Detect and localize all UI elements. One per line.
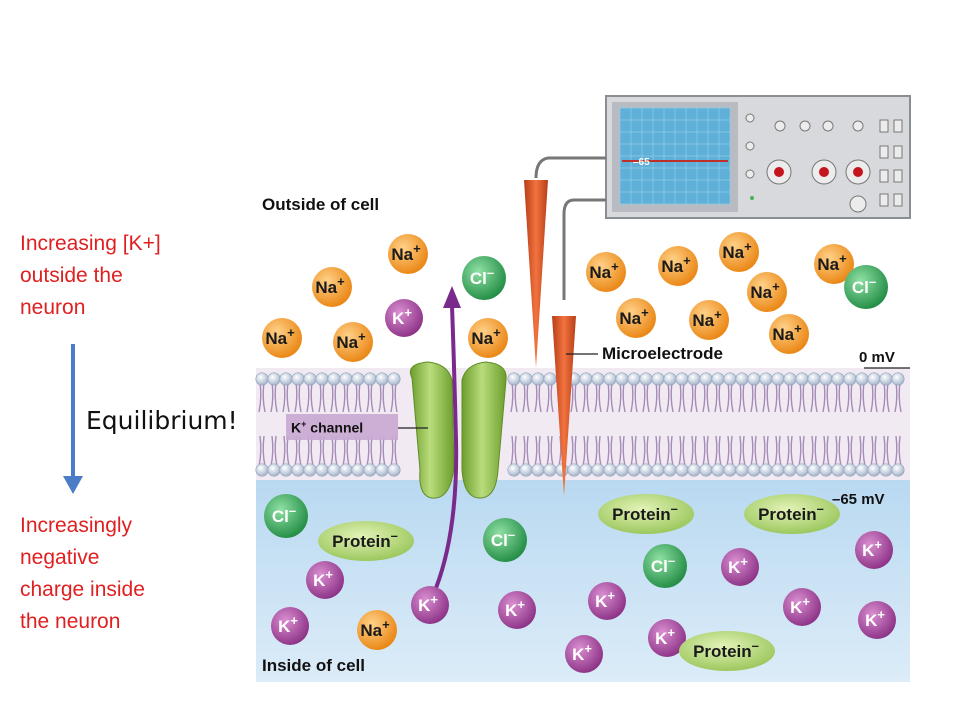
potassium-ion: K+ (855, 531, 893, 569)
protein-anion: Protein– (598, 494, 694, 534)
protein-anion: Protein– (679, 631, 775, 671)
protein-anion: Protein– (744, 494, 840, 534)
svg-text:Protein–: Protein– (332, 528, 398, 551)
sodium-ion: Na+ (769, 314, 809, 354)
potassium-ion: K+ (498, 591, 536, 629)
sodium-ion: Na+ (468, 318, 508, 358)
reference-cable (534, 156, 606, 179)
equilibrium-label: Equilibrium! (86, 406, 238, 435)
k-channel-label-word: channel (310, 419, 364, 436)
chloride-ion: Cl– (844, 265, 888, 309)
increasing-k-text: Increasing [K+] outside the neuron (20, 228, 161, 324)
sodium-ion: Na+ (357, 610, 397, 650)
oscilloscope: –65 (605, 95, 911, 219)
sodium-ion: Na+ (719, 232, 759, 272)
sodium-ion: Na+ (814, 244, 854, 284)
oscilloscope-reading: –65 (633, 157, 650, 168)
inside-of-cell-label: Inside of cell (262, 656, 365, 675)
negative-charge-line-2: negative (20, 546, 100, 569)
minus-65-mv-label: –65 mV (832, 491, 885, 508)
negative-charge-line-4: the neuron (20, 610, 121, 633)
sodium-ion: Na+ (616, 298, 656, 338)
k-channel (409, 361, 507, 499)
sodium-ion: Na+ (388, 234, 428, 274)
k-channel-label-plus: + (301, 419, 307, 429)
increasing-k-line-2: outside the (20, 264, 123, 287)
svg-text:Protein–: Protein– (758, 501, 824, 524)
recording-microelectrode (552, 316, 576, 496)
potassium-ion: K+ (858, 601, 896, 639)
k-channel-label: K+ channel (291, 419, 363, 436)
potassium-ion: K+ (271, 607, 309, 645)
sodium-ion: Na+ (586, 252, 626, 292)
increasing-k-line-3: neuron (20, 296, 86, 319)
zero-mv-label: 0 mV (859, 349, 895, 366)
potassium-ion: K+ (721, 548, 759, 586)
negative-charge-text: Increasingly negative charge inside the … (20, 510, 145, 638)
svg-text:Protein–: Protein– (612, 501, 678, 524)
potassium-ion: K+ (565, 635, 603, 673)
outside-of-cell-label: Outside of cell (262, 195, 380, 214)
k-efflux-arrowhead (443, 286, 461, 308)
protein-anion: Protein– (318, 521, 414, 561)
ions: Na+Na+Na+Na+K+Cl–Na+Na+Na+Na+Na+Na+Cl–Na… (262, 232, 896, 673)
chloride-ion: Cl– (483, 518, 527, 562)
svg-text:Protein–: Protein– (693, 638, 759, 661)
k-efflux-arrow (434, 305, 459, 589)
potassium-ion: K+ (783, 588, 821, 626)
potassium-ion: K+ (385, 299, 423, 337)
k-channel-label-k: K (291, 419, 302, 436)
sodium-ion: Na+ (689, 300, 729, 340)
down-arrow-icon (63, 344, 83, 494)
sodium-ion: Na+ (658, 246, 698, 286)
potassium-ion: K+ (306, 561, 344, 599)
sodium-ion: Na+ (333, 322, 373, 362)
potassium-ion: K+ (648, 619, 686, 657)
electrode-cable (562, 198, 606, 300)
negative-charge-line-3: charge inside (20, 578, 145, 601)
sodium-ion: Na+ (262, 318, 302, 358)
sodium-ion: Na+ (312, 267, 352, 307)
potassium-ion: K+ (588, 582, 626, 620)
chloride-ion: Cl– (462, 256, 506, 300)
reference-electrode (524, 180, 548, 368)
negative-charge-line-1: Increasingly (20, 514, 133, 537)
increasing-k-line-1: Increasing [K+] (20, 232, 161, 255)
microelectrode-label: Microelectrode (602, 344, 723, 363)
control-knobs (745, 113, 903, 213)
chloride-ion: Cl– (643, 544, 687, 588)
potassium-ion: K+ (411, 586, 449, 624)
sodium-ion: Na+ (747, 272, 787, 312)
chloride-ion: Cl– (264, 494, 308, 538)
